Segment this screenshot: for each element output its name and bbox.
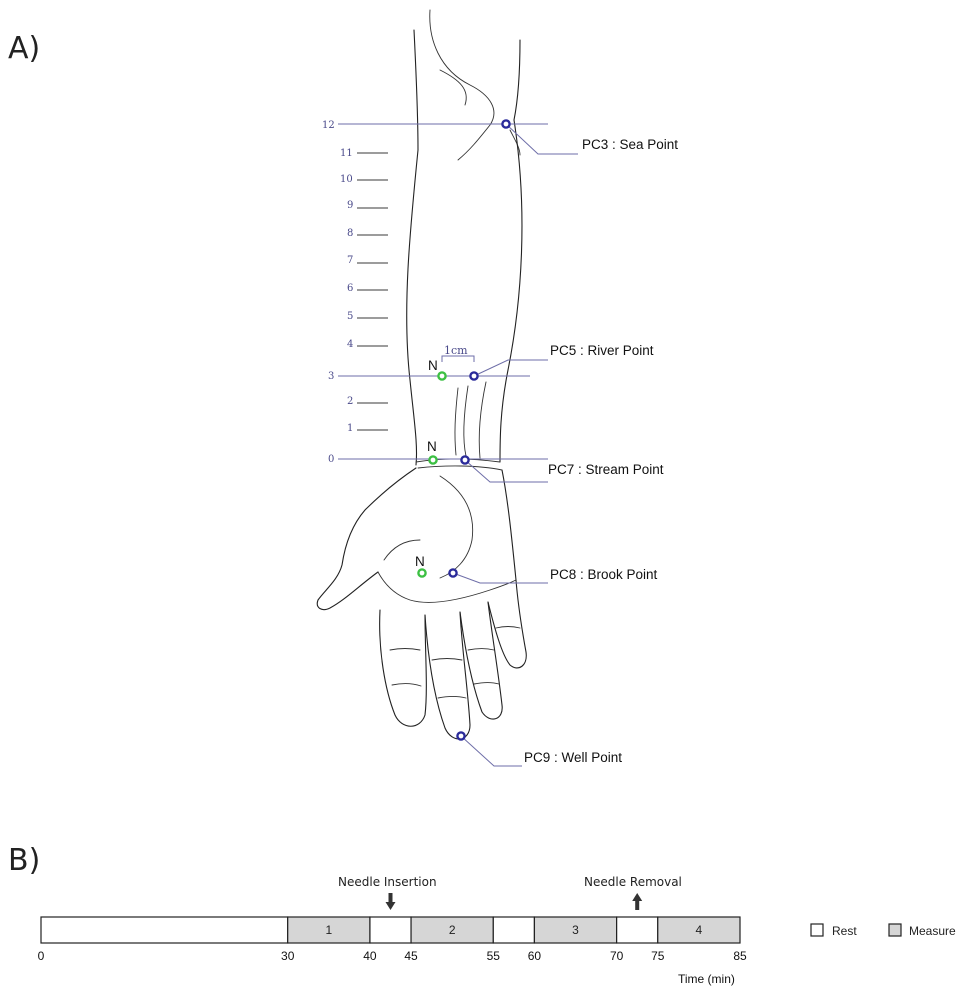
- needle-insertion-arrow-icon: [386, 893, 396, 910]
- time-tick-label: 70: [610, 949, 624, 963]
- measure-label: 1cm: [444, 344, 468, 357]
- legend-label-measure: Measure: [909, 924, 956, 938]
- segment-label: 2: [449, 923, 456, 937]
- segment-label: 1: [325, 923, 332, 937]
- time-tick-label: 45: [404, 949, 418, 963]
- time-tick-label: 30: [281, 949, 295, 963]
- time-tick-label: 85: [733, 949, 747, 963]
- needle-marker-label: N: [428, 358, 438, 373]
- time-tick-label: 75: [651, 949, 665, 963]
- acupoint-pc3: [502, 120, 509, 127]
- timeline-segment-rest: [370, 917, 411, 943]
- acupoint-label-pc9: PC9 : Well Point: [524, 750, 622, 765]
- arm-hand-drawing: [317, 10, 526, 739]
- needle-removal-label: Needle Removal: [584, 875, 682, 889]
- timeline-segment-rest: [41, 917, 288, 943]
- scale-number: 7: [347, 255, 353, 266]
- time-tick-label: 55: [487, 949, 501, 963]
- needle-removal-arrow-icon: [632, 893, 642, 910]
- segment-label: 4: [696, 923, 703, 937]
- scale-number: 8: [347, 228, 353, 239]
- needle-point: [438, 372, 445, 379]
- scale-number: 5: [347, 311, 353, 322]
- panel-a-label: A): [8, 31, 40, 66]
- scale-number: 1: [347, 423, 353, 434]
- scale-number: 12: [322, 120, 335, 131]
- acupoint-label-pc7: PC7 : Stream Point: [548, 462, 664, 477]
- needle-marker-label: N: [427, 439, 437, 454]
- segment-label: 3: [572, 923, 579, 937]
- scale-number: 9: [347, 200, 353, 211]
- needle-point: [429, 456, 436, 463]
- time-tick-label: 0: [38, 949, 45, 963]
- leader-pc8: [453, 573, 548, 583]
- needle-marker-label: N: [415, 554, 425, 569]
- cun-scale: 12 11 10 9 8 7 6 5 4 3 2 1 0: [322, 120, 388, 465]
- scale-number: 11: [340, 148, 353, 159]
- time-axis-label: Time (min): [678, 972, 735, 986]
- acupoint-pc5: [470, 372, 477, 379]
- timeline-segment-rest: [493, 917, 534, 943]
- acupoint-label-pc3: PC3 : Sea Point: [582, 137, 678, 152]
- needle-insertion-label: Needle Insertion: [338, 875, 437, 889]
- acupoint-pc8: [449, 569, 456, 576]
- time-tick-label: 60: [528, 949, 542, 963]
- acupoint-pc7: [461, 456, 468, 463]
- acupoint-label-pc5: PC5 : River Point: [550, 343, 654, 358]
- scale-number: 0: [328, 454, 334, 465]
- leader-pc9: [461, 736, 522, 766]
- scale-number: 4: [347, 339, 353, 350]
- panel-b-label: B): [8, 843, 40, 878]
- leader-pc7: [465, 460, 548, 482]
- timeline-segment-rest: [617, 917, 658, 943]
- acupoint-label-pc8: PC8 : Brook Point: [550, 567, 658, 582]
- legend-label-rest: Rest: [832, 924, 857, 938]
- legend-swatch-rest: [811, 924, 823, 936]
- scale-number: 10: [340, 174, 353, 185]
- time-tick-label: 40: [363, 949, 377, 963]
- legend: Rest Measure: [811, 924, 956, 938]
- leader-pc5: [474, 360, 548, 376]
- legend-swatch-measure: [889, 924, 901, 936]
- measure-bracket: 1cm: [442, 344, 474, 362]
- scale-number: 2: [347, 396, 353, 407]
- acupoint-pc9: [457, 732, 464, 739]
- needle-point: [418, 569, 425, 576]
- scale-number: 3: [328, 371, 334, 382]
- scale-number: 6: [347, 283, 353, 294]
